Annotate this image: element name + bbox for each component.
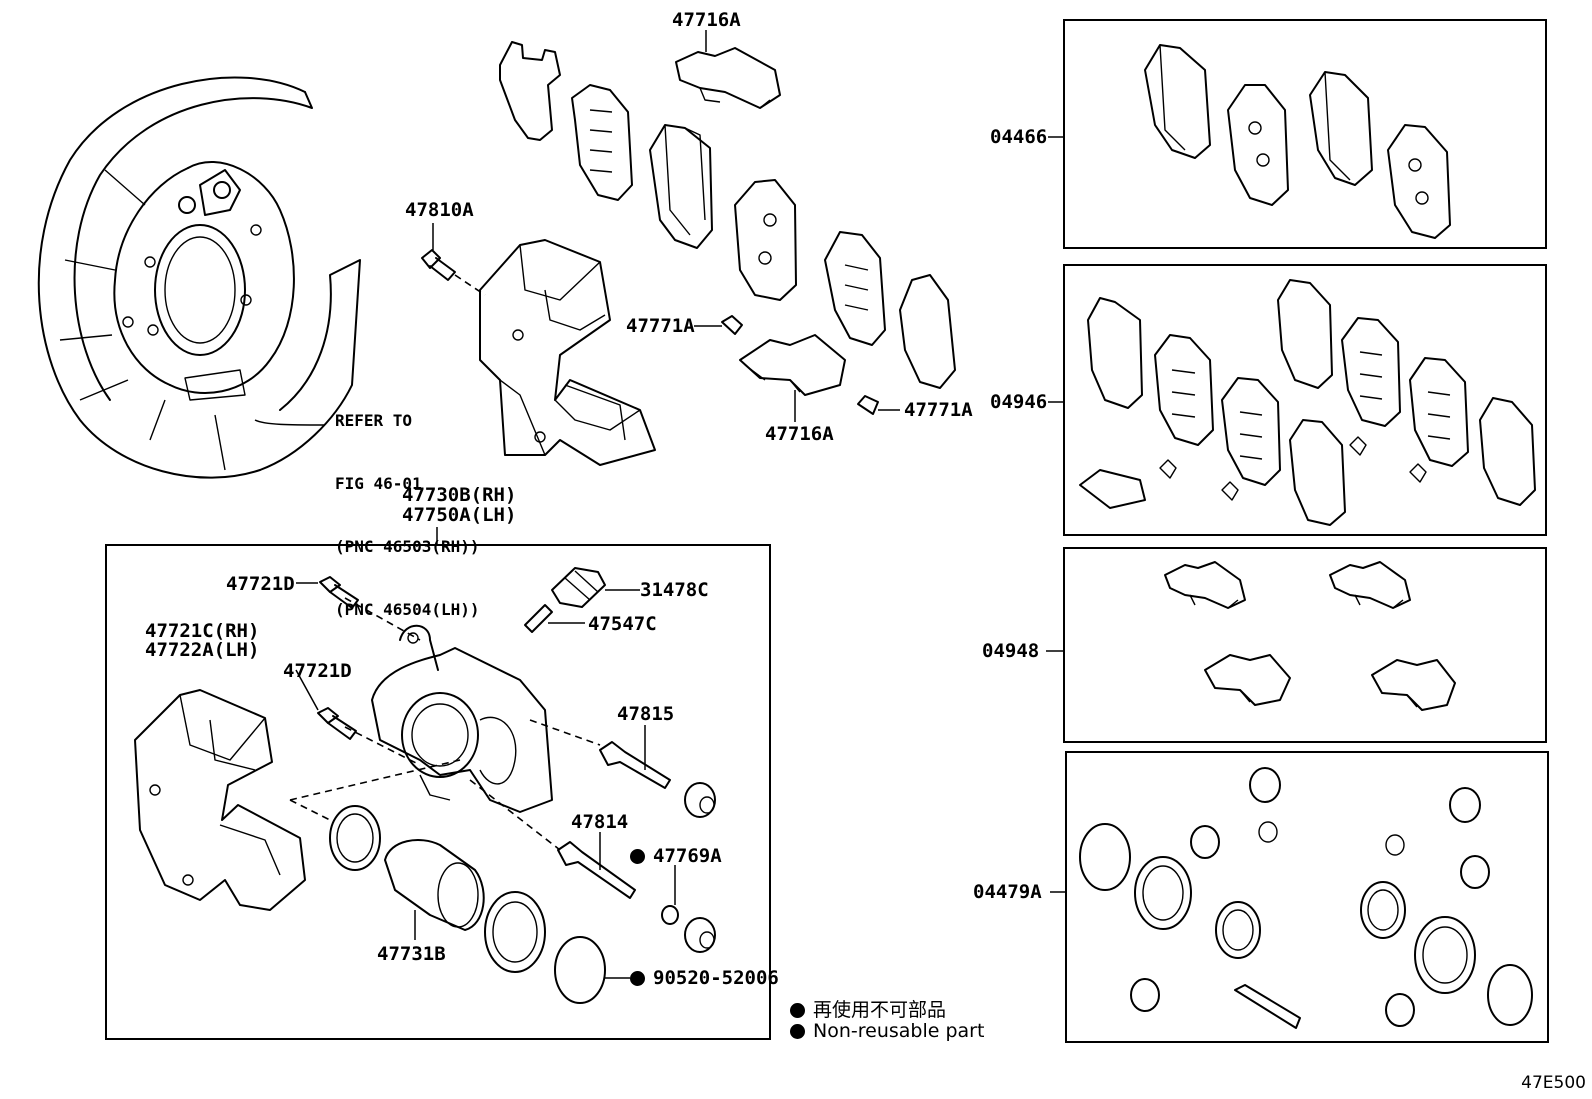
kit-04479A-illustration bbox=[1050, 767, 1533, 1029]
part-label-47769A[interactable]: 47769A bbox=[630, 846, 722, 866]
caliper-assembly-frame bbox=[105, 544, 771, 1040]
part-label-47814[interactable]: 47814 bbox=[571, 811, 629, 833]
part-label-47815[interactable]: 47815 bbox=[617, 703, 675, 725]
legend-jp-text: 再使用不可部品 bbox=[813, 999, 947, 1021]
part-label-90520-text: 90520-52006 bbox=[653, 967, 779, 989]
anti-squeal-shims-illustration bbox=[675, 47, 879, 415]
note-line-3: (PNC 46503(RH)) bbox=[335, 537, 480, 556]
kit-04946-illustration bbox=[1048, 279, 1536, 526]
caliper-support-illustration bbox=[479, 239, 656, 466]
kit-04948-frame bbox=[1063, 547, 1547, 743]
refer-to-note: REFER TO FIG 46-01 (PNC 46503(RH)) (PNC … bbox=[335, 368, 480, 641]
part-label-47730B-RH[interactable]: 47730B(RH) bbox=[402, 484, 517, 506]
dust-cover-illustration bbox=[37, 76, 361, 479]
note-line-1: REFER TO bbox=[335, 411, 413, 430]
non-reusable-dot-icon bbox=[630, 849, 645, 864]
kit-04466-frame bbox=[1063, 19, 1547, 249]
part-label-31478C[interactable]: 31478C bbox=[640, 579, 709, 601]
kit-label-04466[interactable]: 04466 bbox=[990, 126, 1048, 148]
part-label-47721D-a[interactable]: 47721D bbox=[226, 573, 295, 595]
part-label-47716A-top[interactable]: 47716A bbox=[672, 9, 741, 31]
caliper-assembly-illustration bbox=[134, 30, 900, 1004]
kit-04946-frame bbox=[1063, 264, 1547, 536]
part-label-47722A-LH[interactable]: 47722A(LH) bbox=[145, 639, 260, 661]
note-line-4: (PNC 46504(LH)) bbox=[335, 600, 480, 619]
part-label-47716A-bottom[interactable]: 47716A bbox=[765, 423, 834, 445]
kit-label-04479A[interactable]: 04479A bbox=[973, 881, 1042, 903]
part-label-47721C-RH[interactable]: 47721C(RH) bbox=[145, 620, 260, 642]
legend-dot-icon bbox=[790, 1003, 805, 1018]
part-label-47721D-b[interactable]: 47721D bbox=[283, 660, 352, 682]
part-label-47810A[interactable]: 47810A bbox=[405, 199, 474, 221]
legend-dot-icon bbox=[790, 1024, 805, 1039]
part-label-47547C[interactable]: 47547C bbox=[588, 613, 657, 635]
legend-english: Non-reusable part bbox=[790, 1020, 984, 1042]
non-reusable-dot-icon bbox=[630, 971, 645, 986]
legend-en-text: Non-reusable part bbox=[813, 1020, 985, 1042]
bolt-47810A-illustration bbox=[421, 249, 486, 296]
figure-reference-code: 47E500 bbox=[1521, 1073, 1586, 1093]
kit-04466-illustration bbox=[1048, 44, 1451, 239]
part-label-47771A-right[interactable]: 47771A bbox=[904, 399, 973, 421]
kit-label-04948[interactable]: 04948 bbox=[982, 640, 1040, 662]
kit-04479A-frame bbox=[1065, 751, 1549, 1043]
note-line-2: FIG 46-01 bbox=[335, 474, 422, 493]
part-label-47769A-text: 47769A bbox=[653, 845, 722, 867]
part-label-47771A-left[interactable]: 47771A bbox=[626, 315, 695, 337]
brake-pads-illustration bbox=[499, 41, 956, 389]
part-label-47750A-LH[interactable]: 47750A(LH) bbox=[402, 504, 517, 526]
part-label-47731B[interactable]: 47731B bbox=[377, 943, 446, 965]
kit-label-04946[interactable]: 04946 bbox=[990, 391, 1048, 413]
part-label-90520-52006[interactable]: 90520-52006 bbox=[630, 968, 779, 988]
legend-japanese: 再使用不可部品 bbox=[790, 995, 946, 1022]
kit-04948-illustration bbox=[1046, 561, 1456, 711]
